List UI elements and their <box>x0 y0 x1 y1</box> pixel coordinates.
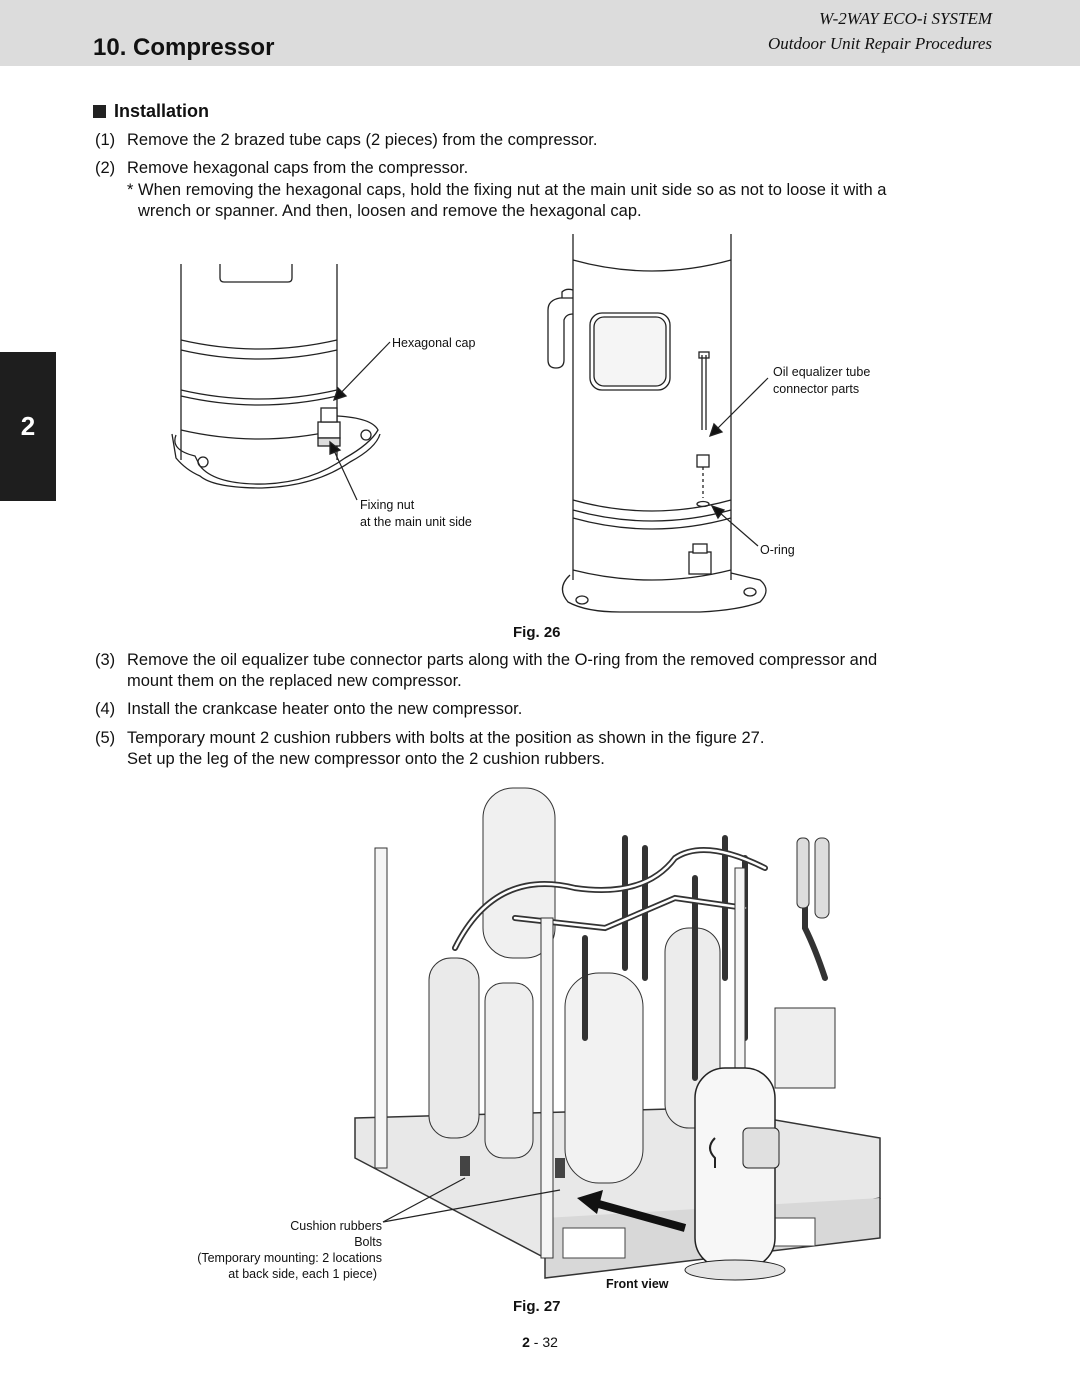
step-3-number: (3) <box>95 651 116 669</box>
label-temporary-mounting-1: (Temporary mounting: 2 locations <box>197 1251 382 1265</box>
step-4-number: (4) <box>95 700 116 718</box>
page-header: 10. Compressor W-2WAY ECO-i SYSTEM Outdo… <box>0 0 1080 66</box>
section-heading: Installation <box>93 101 209 122</box>
step-3-line-2: mount them on the replaced new compresso… <box>127 672 462 690</box>
fig27-illustration <box>345 778 905 1288</box>
label-o-ring: O-ring <box>760 543 795 557</box>
section-title: Installation <box>114 101 210 121</box>
step-2-note-line-2: wrench or spanner. And then, loosen and … <box>138 202 642 220</box>
step-3-line-1: Remove the oil equalizer tube connector … <box>127 651 878 669</box>
step-5-number: (5) <box>95 729 116 747</box>
label-cushion-rubbers: Cushion rubbers <box>290 1219 382 1233</box>
chapter-tab: 2 <box>0 352 56 501</box>
step-5-line-2: Set up the leg of the new compressor ont… <box>127 750 605 768</box>
label-hexagonal-cap: Hexagonal cap <box>392 336 476 350</box>
label-temporary-mounting-2: at back side, each 1 piece) <box>228 1267 377 1281</box>
fig27-caption: Fig. 27 <box>513 1298 561 1315</box>
label-oil-equalizer-1: Oil equalizer tube <box>773 365 871 379</box>
page-index: 32 <box>542 1334 558 1350</box>
label-fixing-nut-2: at the main unit side <box>360 515 472 529</box>
square-bullet-icon <box>93 105 106 118</box>
fig27-leader-lines <box>382 1177 561 1223</box>
step-5-line-1: Temporary mount 2 cushion rubbers with b… <box>127 729 765 747</box>
step-2-text: Remove hexagonal caps from the compresso… <box>127 159 469 177</box>
page-number: 2 - 32 <box>0 1334 1080 1350</box>
right-compressor-drawing <box>547 234 767 613</box>
left-compressor-drawing <box>171 264 381 489</box>
step-2-number: (2) <box>95 159 116 177</box>
label-front-view: Front view <box>606 1277 669 1291</box>
step-1-text: Remove the 2 brazed tube caps (2 pieces)… <box>127 131 598 149</box>
label-bolts: Bolts <box>354 1235 382 1249</box>
page-chapter: 2 <box>522 1334 530 1350</box>
page-separator: - <box>529 1334 543 1350</box>
step-1-number: (1) <box>95 131 116 149</box>
step-2-note-line-1: * When removing the hexagonal caps, hold… <box>127 181 887 199</box>
label-oil-equalizer-2: connector parts <box>773 382 860 396</box>
step-4-text: Install the crankcase heater onto the ne… <box>127 700 523 718</box>
fig26-illustration <box>171 234 769 613</box>
label-fixing-nut-1: Fixing nut <box>360 498 415 512</box>
header-subtitle: Outdoor Unit Repair Procedures <box>768 34 992 53</box>
system-name: W-2WAY ECO-i SYSTEM <box>819 9 992 28</box>
fig26-caption: Fig. 26 <box>513 624 561 641</box>
page-title: 10. Compressor <box>93 34 275 61</box>
